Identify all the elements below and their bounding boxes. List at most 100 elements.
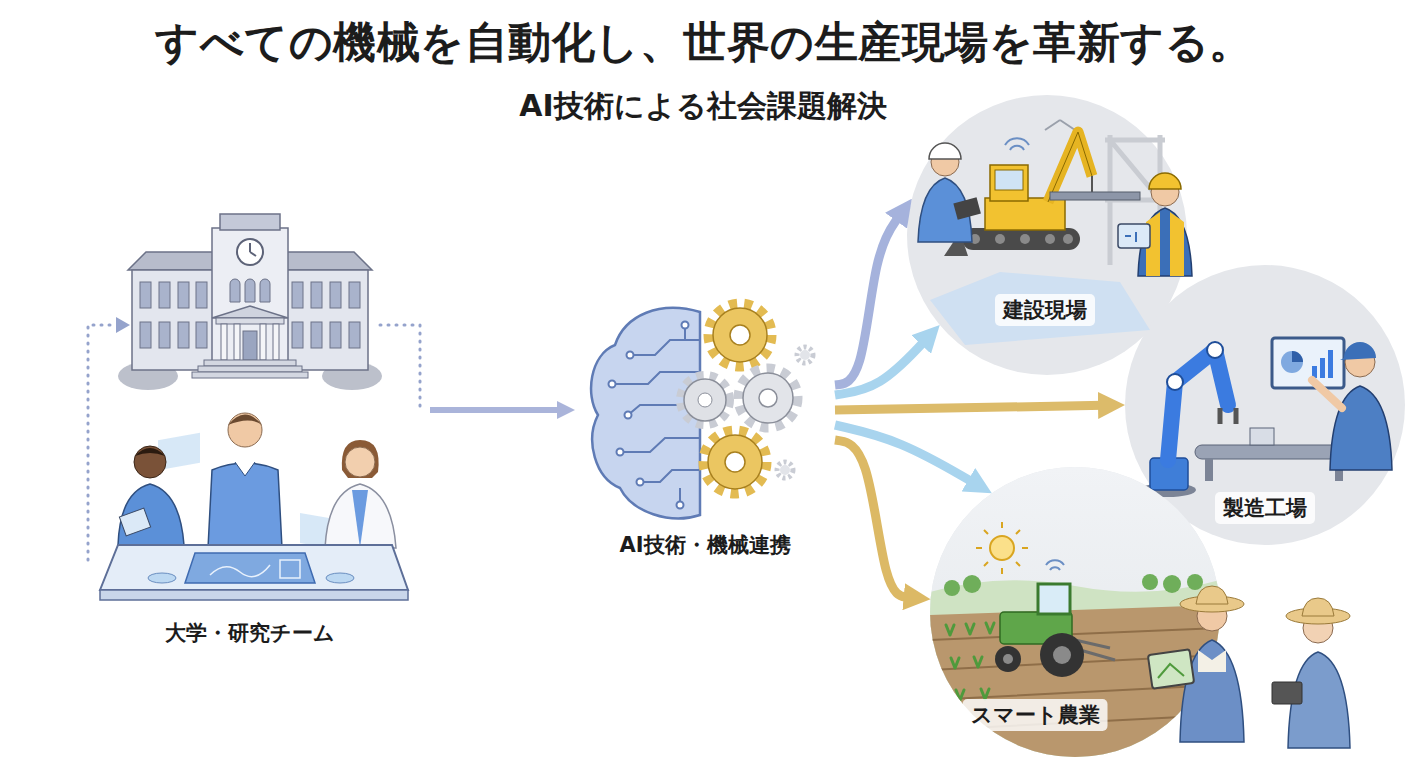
ai-brain <box>609 381 616 388</box>
ai-brain <box>612 325 700 505</box>
gear-symbol <box>681 376 729 424</box>
gear-symbol <box>704 431 766 493</box>
research-team <box>235 462 255 476</box>
gear-symbol <box>725 452 745 472</box>
flow-arrow <box>835 425 973 482</box>
ai-brain <box>609 322 689 509</box>
flow-arrow <box>835 405 1103 410</box>
university-building <box>178 322 189 348</box>
university-building <box>192 360 308 378</box>
gear-symbol <box>800 350 810 360</box>
university-building <box>140 282 360 348</box>
node-label: スマート農業 <box>963 699 1108 731</box>
ai-brain <box>627 352 634 359</box>
university-building <box>260 324 266 360</box>
university-building <box>260 279 270 302</box>
flow-arrow <box>835 440 909 597</box>
university-building <box>273 324 279 360</box>
university-building <box>140 282 151 308</box>
gear-symbol <box>777 462 793 478</box>
research-team <box>100 413 408 600</box>
university-building <box>118 214 382 390</box>
circle-fill <box>930 467 1220 757</box>
research-team <box>352 490 368 548</box>
university-building <box>220 214 280 230</box>
university-building <box>196 282 207 308</box>
research-team <box>345 447 375 477</box>
research-team <box>119 508 150 536</box>
university-building <box>349 322 360 348</box>
university-building <box>196 322 207 348</box>
ai-brain <box>677 502 684 509</box>
university-building <box>132 270 368 370</box>
university-building <box>212 306 288 318</box>
ai-brain <box>682 322 689 329</box>
feedback-loop <box>88 317 420 560</box>
ai-brain <box>628 405 700 415</box>
university-building <box>292 322 303 348</box>
university-building <box>311 282 322 308</box>
gear-symbol <box>759 389 777 407</box>
farm-scene <box>930 467 1220 757</box>
farm-scene <box>1286 608 1350 624</box>
ai-brain <box>640 470 700 482</box>
ai-hub: AI技術・機械連携 <box>575 290 835 565</box>
farm-scene <box>1303 613 1333 643</box>
flow-arrow <box>835 216 899 385</box>
university-building <box>237 239 263 265</box>
ai-brain <box>612 372 700 384</box>
feedback-loop <box>380 325 420 410</box>
farm-scene <box>1272 682 1302 704</box>
research-team <box>210 560 300 578</box>
ai-brain <box>637 479 644 486</box>
research-team <box>228 415 262 426</box>
university-building <box>243 331 257 360</box>
university-building <box>212 228 288 370</box>
ai-brain <box>620 438 700 452</box>
ai-brain <box>591 308 700 519</box>
research-team <box>135 448 165 456</box>
university-building <box>198 366 302 372</box>
university-building <box>349 282 360 308</box>
university-building <box>216 318 284 324</box>
ai-brain <box>617 449 624 456</box>
research-team <box>228 413 262 447</box>
university-building <box>230 279 270 302</box>
farm-scene <box>1302 598 1334 616</box>
feedback-loop <box>116 317 130 333</box>
gear-symbol <box>780 465 790 475</box>
university-building <box>250 243 256 256</box>
university-building <box>234 324 240 360</box>
gear-symbol <box>708 435 762 489</box>
university-building <box>118 362 178 390</box>
smart-farm-circle: スマート農業 <box>930 467 1220 757</box>
research-team <box>208 463 282 548</box>
ai-brain <box>625 412 632 419</box>
university-building <box>221 324 227 360</box>
ai-brain <box>679 488 681 505</box>
university-building <box>221 324 279 360</box>
university-building <box>159 322 170 348</box>
research-team <box>325 484 396 548</box>
research-team-group: 大学・研究チーム <box>70 200 430 660</box>
university-building <box>330 322 341 348</box>
university-building <box>204 360 296 366</box>
university-building <box>140 322 151 348</box>
node-label: 製造工場 <box>1215 492 1315 524</box>
page-title: すべての機械を自動化し、世界の生産現場を革新する。 <box>0 14 1408 72</box>
research-team <box>326 573 354 583</box>
research-team <box>118 484 184 545</box>
ai-brain <box>684 325 686 340</box>
farm-scene <box>930 467 1350 760</box>
gear-symbol <box>684 379 726 421</box>
feedback-loop <box>88 325 116 560</box>
research-team <box>100 590 408 600</box>
gear-symbol <box>743 373 793 423</box>
subtitle: AI技術による社会課題解決 <box>519 86 886 127</box>
university-building <box>330 282 341 308</box>
research-team <box>148 573 176 583</box>
gear-symbol <box>730 325 750 345</box>
university-building <box>128 252 372 270</box>
university-building <box>230 279 240 302</box>
